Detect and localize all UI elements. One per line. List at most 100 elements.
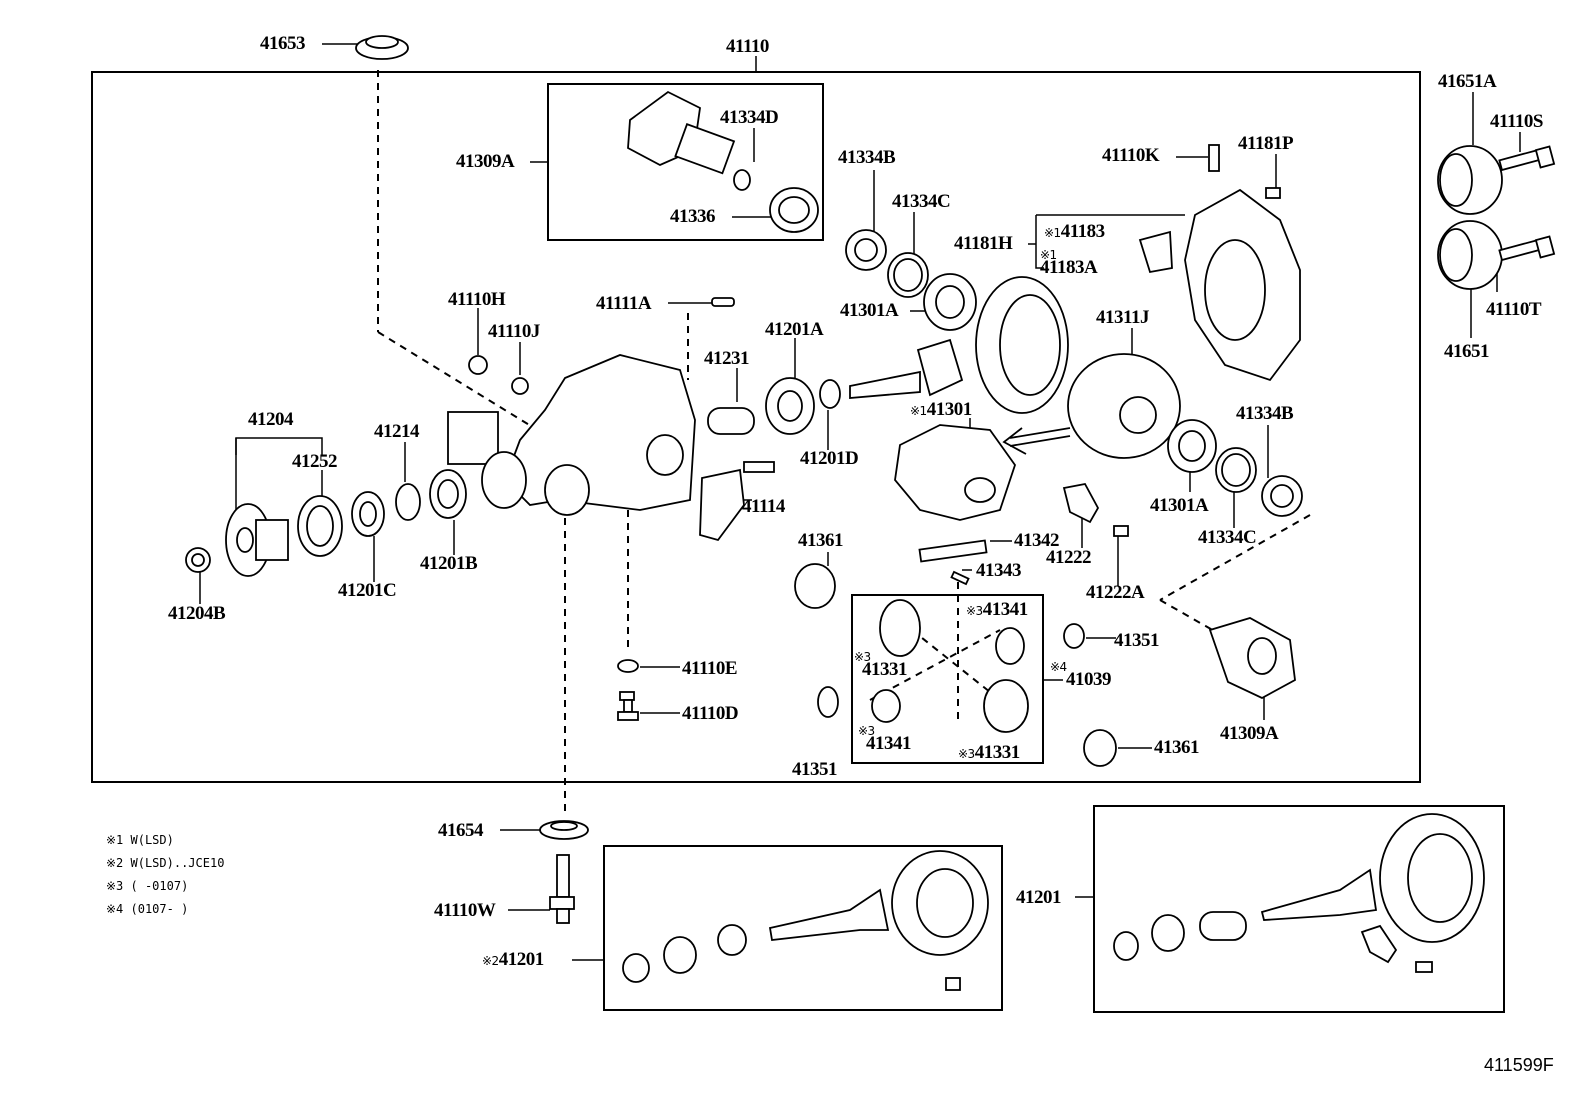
- bearing-41201B: [429, 469, 467, 519]
- label-41222A: 41222A: [1086, 582, 1145, 603]
- bolt-41110T: [1498, 235, 1556, 262]
- mark-41331-left: ※3: [854, 650, 871, 664]
- label-41334D: 41334D: [720, 107, 779, 128]
- label-41301A-right: 41301A: [1150, 495, 1209, 516]
- bolt-kit-right: [1415, 961, 1433, 973]
- label-41201-right: 41201: [1016, 887, 1062, 908]
- plug-41110H: [468, 355, 488, 375]
- label-41252: 41252: [292, 451, 338, 472]
- cap-41654: [539, 820, 589, 840]
- flange-41204: [225, 503, 289, 577]
- label-41039: 41039: [1066, 669, 1112, 690]
- sub-box-41201-left: [603, 845, 1003, 1011]
- label-41110E: 41110E: [682, 658, 738, 679]
- label-41343: 41343: [976, 560, 1022, 581]
- shim-41201D: [819, 379, 841, 409]
- note-2: ※2 W(LSD)..JCE10: [106, 856, 225, 870]
- label-41334C-top: 41334C: [892, 191, 951, 212]
- cap-41653: [355, 35, 409, 60]
- washer-41351-bottom: [817, 686, 839, 718]
- pinion-kit-right: [1260, 868, 1378, 921]
- leader-lines: [199, 43, 1521, 961]
- ring-gear-main: [975, 276, 1069, 414]
- mark-1-a: ※1: [1044, 226, 1061, 240]
- bearing-41334B-top: [845, 229, 887, 271]
- ring-41334C-right: [1215, 447, 1257, 493]
- bearing-41301A-top: [923, 273, 977, 331]
- washer-41110J: [511, 377, 529, 395]
- label-41114: 41114: [742, 496, 785, 517]
- pin-41111A: [711, 297, 735, 307]
- nut-41204B: [185, 547, 211, 573]
- seal-41252: [297, 495, 343, 557]
- pin-41343: [950, 570, 970, 586]
- washer-41361-top: [794, 563, 836, 609]
- label-41341-bottom: 41341: [866, 733, 912, 754]
- label-41222: 41222: [1046, 547, 1092, 568]
- direction-arrow: [1002, 427, 1071, 455]
- bracket-41114: [699, 468, 745, 542]
- gear-41341-bottom: [871, 689, 901, 723]
- gear-41331-left: [879, 599, 921, 657]
- bolt-41114: [743, 461, 775, 473]
- label-41311J: 41311J: [1096, 307, 1149, 328]
- label-41231: 41231: [704, 348, 750, 369]
- label-41183: ※141183: [1044, 221, 1105, 242]
- label-41334B-right: 41334B: [1236, 403, 1294, 424]
- label-41309A-top: 41309A: [456, 151, 515, 172]
- bearing-41301A-right: [1167, 419, 1217, 473]
- bolt-kit-left: [945, 977, 961, 991]
- label-41201C: 41201C: [338, 580, 397, 601]
- diff-housing: [447, 354, 696, 516]
- sub-box-41039: [851, 594, 1044, 764]
- bearing-kit-left-1: [663, 936, 697, 974]
- label-41181P: 41181P: [1238, 133, 1294, 154]
- label-41336: 41336: [670, 206, 716, 227]
- label-41331-left: 41331: [862, 659, 908, 680]
- part-shapes: [185, 35, 1556, 991]
- label-41204: 41204: [248, 409, 294, 430]
- diff-assembly-41301: [894, 424, 1016, 521]
- plate-41183: [1138, 230, 1173, 274]
- label-41214: 41214: [374, 421, 420, 442]
- breather-41110K: [1208, 144, 1220, 172]
- label-41201D: 41201D: [800, 448, 859, 469]
- pinion-shaft-main: [849, 338, 964, 399]
- label-41110S: 41110S: [1490, 111, 1543, 132]
- label-41110W: 41110W: [434, 900, 496, 921]
- label-41110J: 41110J: [488, 321, 540, 342]
- carrier-cover: [1184, 188, 1301, 382]
- label-41110T: 41110T: [1486, 299, 1542, 320]
- ring-gear-kit-left: [891, 850, 989, 956]
- mark-41341-bottom: ※3: [858, 724, 875, 738]
- ring-41334C-top: [887, 252, 929, 298]
- gear-41331-bottom: [983, 679, 1029, 733]
- label-41201A: 41201A: [765, 319, 824, 340]
- bearing-41201C: [351, 491, 385, 537]
- label-41110: 41110: [726, 36, 769, 57]
- nut-kit-left: [622, 953, 650, 983]
- label-41351-right: 41351: [1114, 630, 1160, 651]
- label-41181H: 41181H: [954, 233, 1013, 254]
- label-41361-bottom: 41361: [1154, 737, 1200, 758]
- note-1: ※1 W(LSD): [106, 833, 174, 847]
- pinion-kit-left: [768, 888, 890, 941]
- note-4: ※4 (0107- ): [106, 902, 189, 916]
- gear-41341-top: [995, 627, 1025, 665]
- label-41110K: 41110K: [1102, 145, 1160, 166]
- bolt-41181P: [1265, 187, 1281, 199]
- label-41110D: 41110D: [682, 703, 739, 724]
- label-41309A-bottom: 41309A: [1220, 723, 1279, 744]
- bolt-41222A: [1113, 525, 1129, 537]
- label-41331-bottom: ※341331: [958, 742, 1020, 763]
- diff-case-41311J: [1067, 353, 1181, 459]
- mark-41039: ※4: [1050, 660, 1067, 674]
- label-41653: 41653: [260, 33, 306, 54]
- mark-41183A: ※1: [1040, 248, 1057, 262]
- label-41183A: 41183A: [1040, 257, 1098, 278]
- sub-box-41201-right: [1093, 805, 1505, 1013]
- label-41361-top: 41361: [798, 530, 844, 551]
- label-41111A: 41111A: [596, 293, 652, 314]
- flange-41309A-top: [627, 90, 819, 233]
